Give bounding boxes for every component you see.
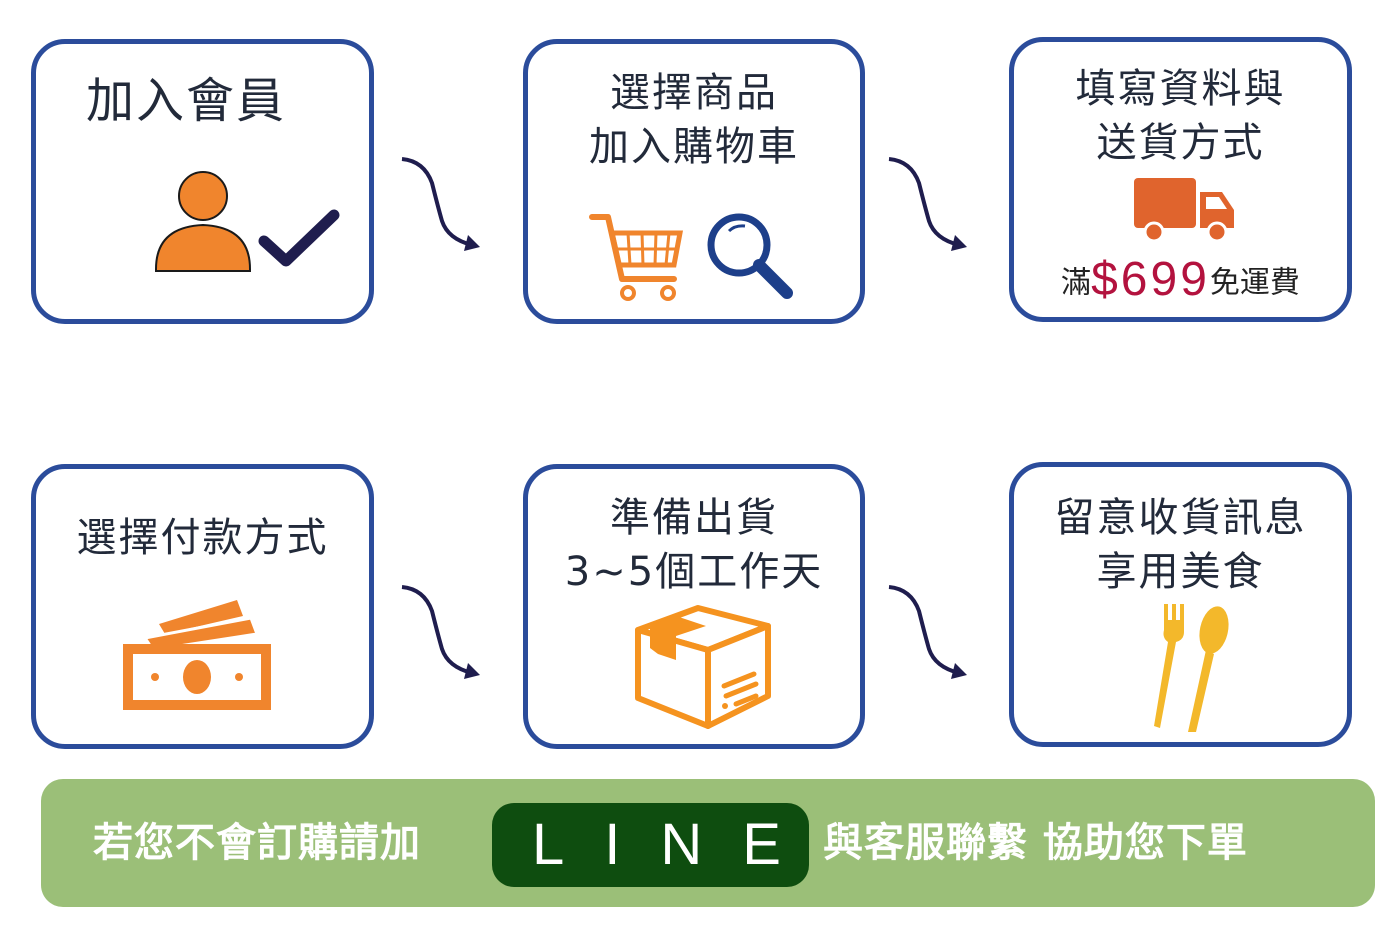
step-select-payment: 選擇付款方式 [31,464,374,749]
line-button[interactable]: LINE [492,803,809,887]
promo-suffix: 免運費 [1209,265,1300,301]
person-check-icon [155,171,340,272]
arrow-step5-to-step6 [888,585,967,679]
step-join-member: 加入會員 [31,39,374,324]
cash-icon [123,600,271,710]
line-contact-banner: 若您不會訂購請加 LINE 與客服聯繫 協助您下單 [41,779,1375,907]
step-prepare-shipment: 準備出貨 3~5個工作天 [523,464,865,749]
step-receive-enjoy: 留意收貨訊息 享用美食 [1009,462,1352,747]
arrow-step2-to-step3 [888,157,967,251]
fork-spoon-icon [1154,604,1229,732]
free-shipping-promo: 滿$699免運費 [1014,252,1347,307]
promo-prefix: 滿 [1061,265,1092,301]
search-icon [707,213,793,299]
step-title: 選擇付款方式 [76,515,329,561]
banner-text-after: 與客服聯繫 協助您下單 [823,820,1248,866]
step-select-product: 選擇商品 加入購物車 [523,39,865,324]
arrow-step1-to-step2 [401,157,480,251]
step-title: 留意收貨訊息 享用美食 [1054,495,1307,595]
box-icon [635,605,771,729]
step-title: 加入會員 [86,73,287,129]
banner-text-before: 若您不會訂購請加 [93,820,421,866]
shopping-cart-icon [589,214,684,301]
truck-icon [1134,178,1234,243]
step-title: 填寫資料與 送貨方式 [1075,66,1286,166]
step-fill-info: 填寫資料與 送貨方式 滿$699免運費 [1009,37,1352,322]
promo-amount: $699 [1091,253,1210,306]
step-title: 選擇商品 加入購物車 [589,70,799,170]
step-title: 準備出貨 3~5個工作天 [564,495,824,595]
arrow-step4-to-step5 [401,585,480,679]
